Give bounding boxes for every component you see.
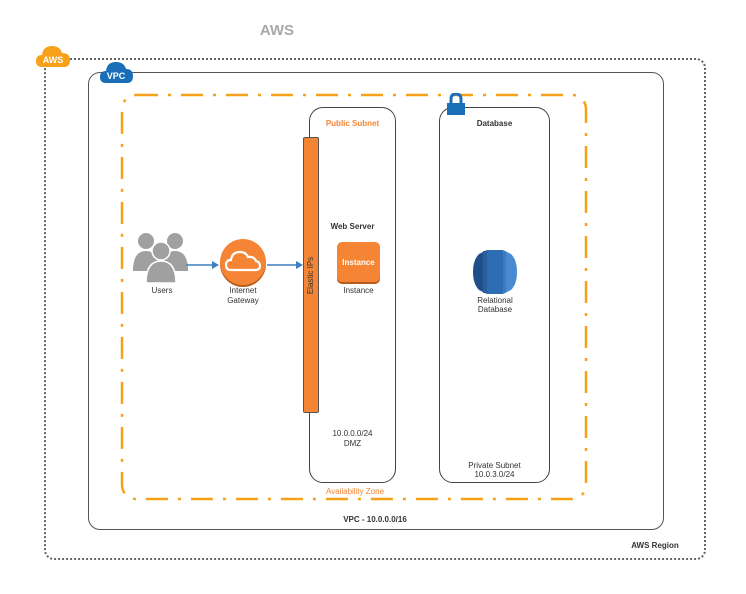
public-subnet-zone: DMZ (343, 439, 362, 448)
public-subnet-container (309, 107, 396, 483)
aws-region-container (44, 58, 706, 560)
users-label: Users (151, 286, 173, 295)
diagram-title: AWS (259, 22, 294, 39)
gateway-label-line2: Gateway (227, 296, 259, 305)
ec2-instance-icon: Instance (337, 242, 380, 282)
public-subnet-cidr: 10.0.0.0/24 (332, 429, 373, 438)
availability-zone-label: Availability Zone (310, 487, 400, 497)
gateway-to-elastic-ips-arrow (267, 261, 303, 269)
vpc-cloud-icon: VPC (100, 62, 133, 83)
elastic-ips-bar (303, 137, 319, 413)
aws-region-label: AWS Region (631, 541, 679, 550)
private-subnet-cidr: 10.0.3.0/24 (474, 470, 515, 479)
elastic-ips-label: Elastic IPs (306, 256, 316, 294)
gateway-label-line1: Internet (229, 286, 257, 295)
database-subnet-container (439, 107, 550, 483)
internet-gateway-icon (220, 239, 266, 287)
database-title: Database (476, 119, 513, 128)
database-label-line2: Database (477, 305, 513, 314)
users-to-gateway-arrow (186, 261, 219, 269)
vpc-badge-text: VPC (107, 71, 126, 81)
aws-cloud-icon: AWS (36, 46, 70, 67)
relational-database-icon (473, 250, 517, 294)
instance-label: Instance (343, 286, 374, 295)
vpc-container (88, 72, 664, 530)
private-subnet-label: Private Subnet (468, 461, 521, 470)
aws-badge-text: AWS (43, 55, 64, 65)
vpc-label: VPC - 10.0.0.0/16 (343, 515, 407, 524)
users-icon (133, 233, 188, 283)
availability-zone-border (120, 93, 588, 501)
web-server-label: Web Server (330, 222, 375, 231)
public-subnet-title: Public Subnet (325, 119, 380, 128)
lock-icon (447, 93, 465, 115)
database-label-line1: Relational (477, 296, 513, 305)
